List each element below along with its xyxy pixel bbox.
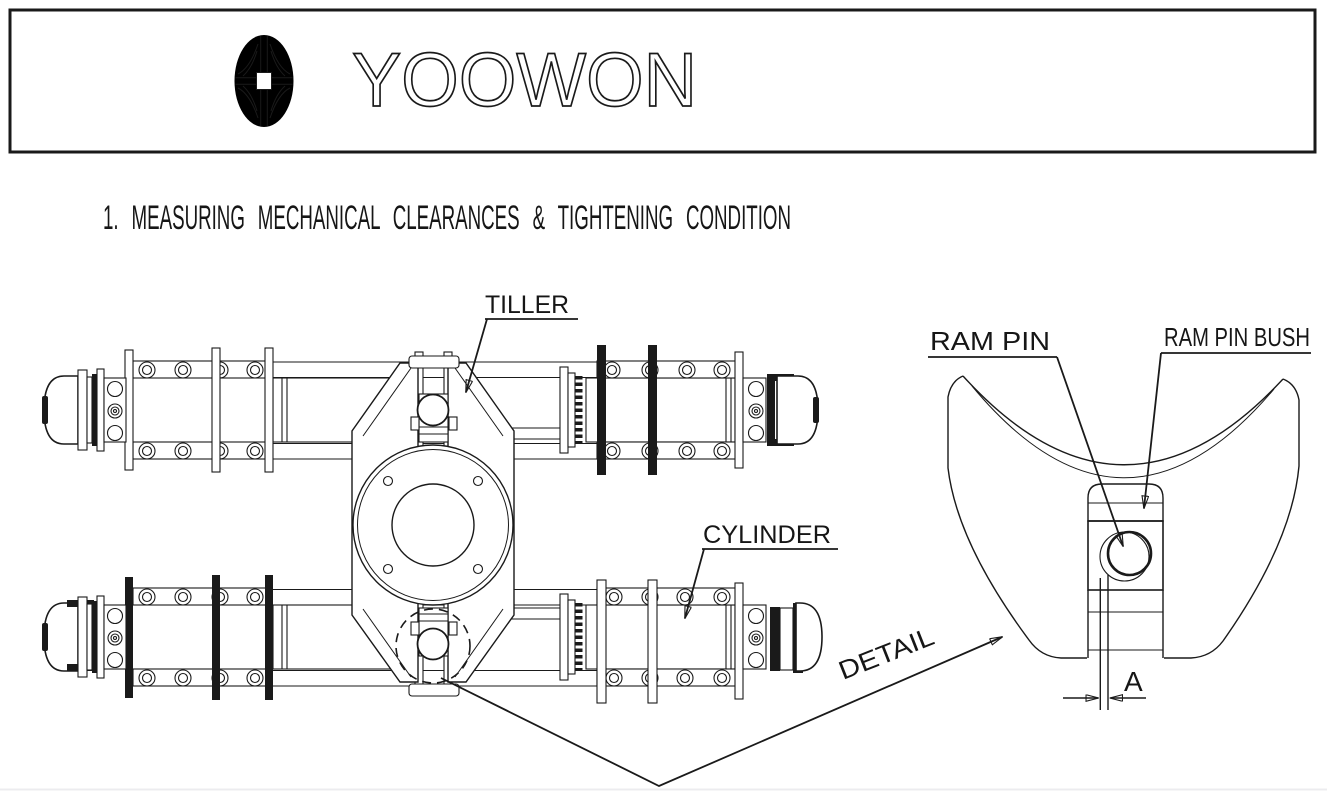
detail-scope-circle <box>395 608 471 684</box>
ram-pin-detail-view: A RAM PIN RAM PIN BUSH <box>928 322 1311 710</box>
rudder-stock-bore <box>391 483 475 567</box>
cylinder-label: CYLINDER <box>703 521 831 549</box>
flange-plate-black <box>265 575 273 700</box>
fork-saddle-inner <box>971 385 1275 479</box>
fork-saddle-outer <box>962 375 1284 466</box>
end-dome-cap <box>43 375 79 445</box>
cylinder-leader-line <box>684 548 705 618</box>
header-border <box>8 8 1317 154</box>
ram-pin-leader-line <box>1056 356 1124 546</box>
seal-band <box>92 601 99 673</box>
tiller-label: TILLER <box>485 291 569 319</box>
sheet-bottom-edge <box>0 788 1327 791</box>
ram-pin-bottom <box>416 627 450 661</box>
ram-pin-label: RAM PIN <box>930 326 1050 356</box>
detail-label: DETAIL <box>834 621 938 686</box>
flange-plate-black <box>648 345 657 475</box>
ram-pin-bush-leader-line <box>1144 352 1162 508</box>
dimension-a: A <box>1063 666 1146 698</box>
ram-pin-top <box>416 393 450 427</box>
bolt-holes <box>603 361 731 460</box>
ram-pin-bush-label: RAM PIN BUSH <box>1164 322 1310 352</box>
dimension-a-label: A <box>1124 666 1143 697</box>
end-dome-cap <box>43 602 79 672</box>
tiller-callout: TILLER <box>465 291 578 392</box>
pin-boss-body <box>1087 520 1164 591</box>
cylinder-callout: CYLINDER <box>684 521 838 618</box>
fork-left-edge <box>947 375 1087 659</box>
tiller-assembly <box>351 355 515 697</box>
fork-right-edge <box>1164 378 1300 659</box>
section-heading: 1. MEASURING MECHANICAL CLEARANCES & TIG… <box>103 199 791 237</box>
flange-plate-black <box>597 345 606 475</box>
cylinder-bottom-right <box>443 578 823 704</box>
end-dome-cap <box>776 375 819 445</box>
ram-pin-callout: RAM PIN <box>928 326 1124 546</box>
steering-gear-plan-view: TILLER CYLINDER DETAIL <box>42 291 1002 787</box>
seal-band <box>92 374 99 446</box>
company-logo-icon <box>234 35 294 127</box>
flange-plate-black <box>212 575 220 700</box>
brand-wordmark: YOOWON <box>352 38 697 123</box>
seal-band <box>770 607 780 671</box>
detail-leader-line <box>440 637 1002 787</box>
ram-pin-section <box>1106 530 1153 577</box>
header-box: YOOWON <box>8 8 1317 154</box>
clearance-gap-lines <box>1099 575 1109 710</box>
end-dome-cap <box>795 602 823 672</box>
flange-plate-black <box>125 577 133 698</box>
seal-band <box>767 376 775 444</box>
tiller-leader-line <box>465 318 488 392</box>
ram-pin-bush-callout: RAM PIN BUSH <box>1144 322 1311 508</box>
